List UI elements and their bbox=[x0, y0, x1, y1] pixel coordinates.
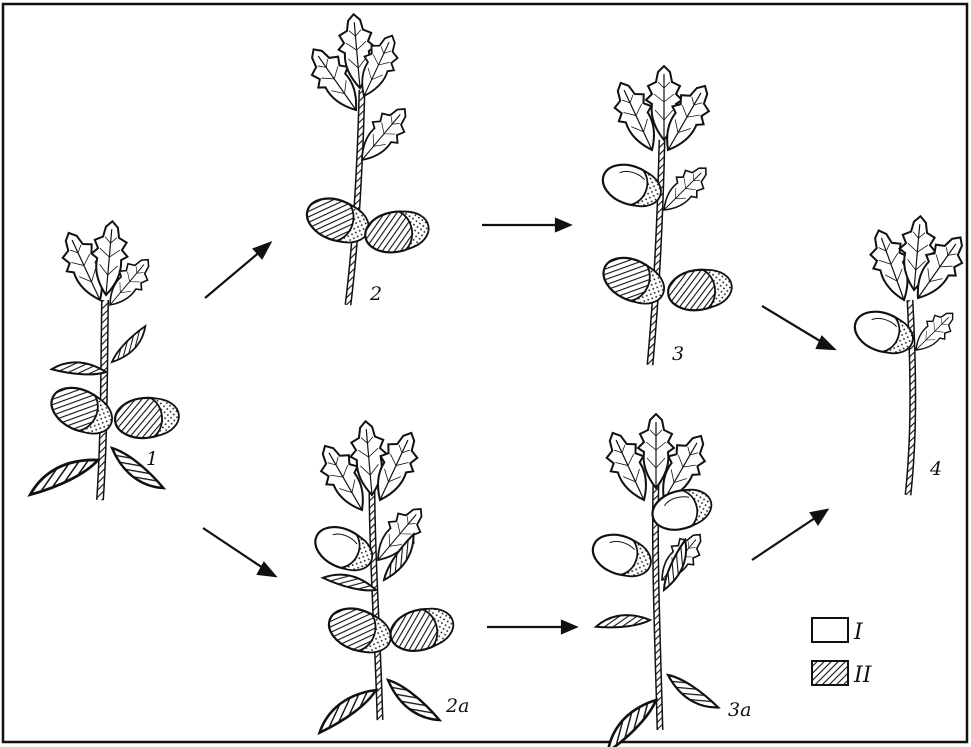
legend-label-2: II bbox=[853, 663, 873, 688]
legend-swatch-white bbox=[812, 618, 848, 642]
arrow-3-to-4 bbox=[762, 306, 834, 349]
arrow-2a-to-3a bbox=[487, 621, 576, 633]
legend-label-1: I bbox=[853, 620, 864, 645]
plant-stage-4 bbox=[849, 215, 971, 495]
plant-stage-3 bbox=[596, 66, 734, 365]
arrow-2-to-3 bbox=[482, 219, 570, 231]
legend-item-white: I bbox=[812, 618, 864, 645]
stage-label-2a: 2a bbox=[445, 695, 469, 717]
stage-label-4: 4 bbox=[929, 458, 942, 480]
stage-label-3a: 3a bbox=[728, 699, 751, 721]
arrow-1-to-2a bbox=[203, 528, 275, 576]
stage-label-2: 2 bbox=[369, 283, 382, 305]
legend-swatch-hatched bbox=[812, 661, 848, 685]
plant-stage-3a bbox=[587, 414, 718, 747]
stage-label-1: 1 bbox=[146, 448, 158, 470]
plant-stage-2 bbox=[299, 13, 432, 305]
plant-stage-2a bbox=[309, 420, 458, 733]
legend: I II bbox=[812, 618, 873, 688]
stage-label-3: 3 bbox=[672, 343, 684, 365]
arrow-3a-to-4 bbox=[752, 510, 827, 560]
legend-item-hatched: II bbox=[812, 661, 873, 688]
arrow-1-to-2 bbox=[205, 243, 270, 298]
